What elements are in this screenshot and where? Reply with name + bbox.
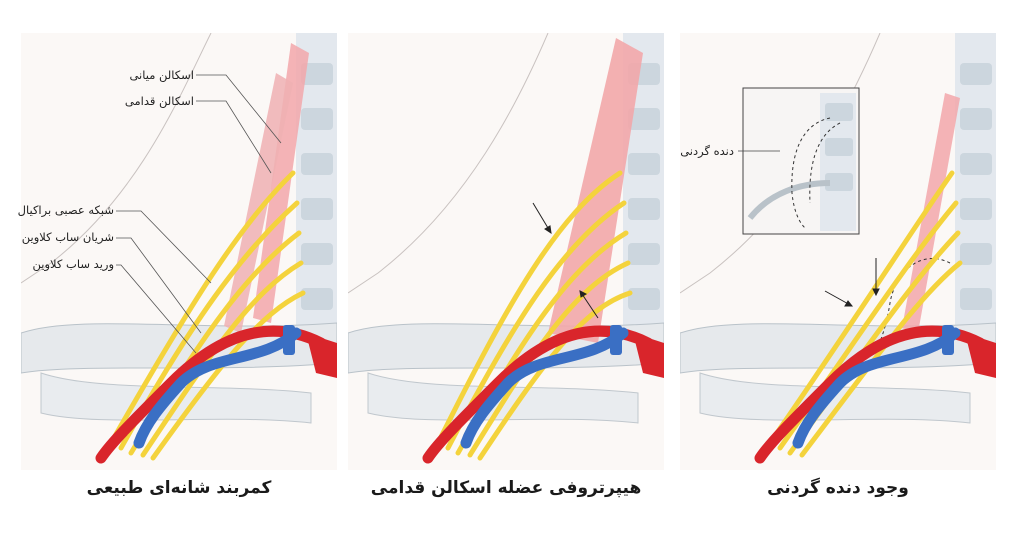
leader-lines xyxy=(116,74,282,354)
label-brachial-plexus: شبکه عصبی براکیال xyxy=(17,203,114,217)
label-middle-scalene: اسکالن میانی xyxy=(129,68,194,82)
subclavian-artery xyxy=(422,325,654,464)
label-cervical-rib: دنده گردنی xyxy=(680,144,734,158)
cervical-spine xyxy=(955,33,996,363)
caption-cervical-rib: وجود دنده گردنی xyxy=(767,478,909,498)
subclavian-artery xyxy=(754,325,986,464)
cervical-spine xyxy=(296,33,337,363)
subclavian-artery xyxy=(95,325,327,464)
panel-normal xyxy=(21,33,337,470)
compression-arrows xyxy=(824,258,880,307)
anterior-scalene-muscle xyxy=(902,93,960,333)
caption-normal: کمربند شانه‌ای طبیعی xyxy=(86,478,272,498)
subclavian-vein xyxy=(460,327,629,449)
panel-cervical-rib xyxy=(680,33,996,470)
illustration-cervical-rib xyxy=(680,33,996,470)
subclavian-vein xyxy=(133,327,302,449)
illustration-normal xyxy=(21,33,337,470)
panel-scalene-hypertrophy xyxy=(348,33,664,470)
cervical-rib-outline xyxy=(874,258,951,354)
anterior-scalene-muscle xyxy=(224,73,293,333)
label-subclavian-vein: ورید ساب کلاوین xyxy=(32,257,114,271)
cervical-rib-inset xyxy=(742,87,860,235)
subclavian-vein xyxy=(792,327,961,449)
label-anterior-scalene: اسکالن قدامی xyxy=(124,94,194,108)
illustration-scalene-hypertrophy xyxy=(348,33,664,470)
label-subclavian-artery: شریان ساب کلاوین xyxy=(21,230,114,244)
caption-scalene-hypertrophy: هیپرتروفی عضله اسکالن قدامی xyxy=(370,478,642,498)
compression-arrows xyxy=(532,202,599,319)
